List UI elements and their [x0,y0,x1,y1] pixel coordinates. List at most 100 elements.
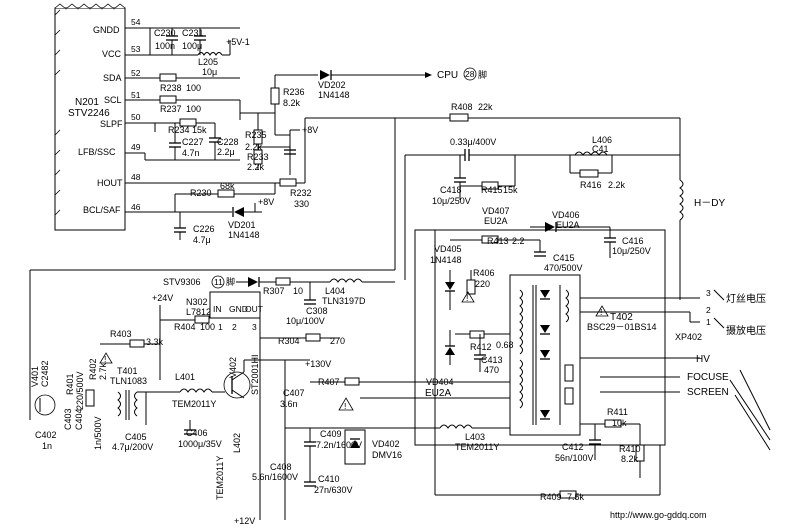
r415-ref: R415 [481,185,503,195]
cpu-pin-suffix: 脚 [478,70,487,80]
c412-ref: C412 [562,442,584,452]
l401-ref: L401 [175,372,195,382]
r232-ref: R232 [290,188,312,198]
pin-num-52: 52 [131,68,141,78]
r232-val: 330 [294,199,309,209]
c413-ref: C413 [481,355,503,365]
c409-ref: C409 [320,429,342,439]
r235-val: 2.2k [245,142,263,152]
r233-val: 2.2k [247,162,265,172]
vd405-warning: ! [466,293,468,303]
l205-ref: L205 [198,57,218,67]
l7812-gnd: GND [229,304,248,314]
vd201-ref: VD201 [228,220,256,230]
vd405-ref: VD405 [434,244,462,254]
r406-val: 220 [475,279,490,289]
xp402-ref: XP402 [675,332,702,342]
pin-label-gndd: GNDD [93,25,120,35]
c231-val: 100μ [182,41,202,51]
cpu-pin-number: 28 [465,69,475,79]
r404-ref: R404 [174,322,196,332]
l404-val: TLN3197D [322,296,366,306]
l404-ref: L404 [325,286,345,296]
filament-voltage-label: 灯丝电压 [726,292,766,305]
focuse-label: FOCUSE [687,372,729,383]
hv-label: HV [696,354,710,365]
h-driver-section: R403 3.3k V401 C2482 C402 1n C403 C404 1… [29,269,510,520]
pin-num-53: 53 [131,44,141,54]
t402-ref: T402 [610,312,633,323]
screen-label: SCREEN [687,387,729,398]
pin-num-50: 50 [131,112,141,122]
r409-ref: R409 [540,492,562,502]
ic-model: STV2246 [68,108,110,119]
c308-val: 10μ/100V [286,316,325,326]
c227-val: 4.7n [182,148,200,158]
pin-label-sda: SDA [103,73,122,83]
r413-ref: R413 [487,236,509,246]
pin-num-54: 54 [131,17,141,27]
vd406-val: EU2A [556,220,580,230]
n302-val: L7812 [186,307,211,317]
stv9306-suffix: 脚 [226,277,235,287]
c402-val: 1n [42,441,52,451]
ic-body [54,7,126,231]
l7812-pin3: 3 [252,322,257,332]
xp402-pin1: 1 [706,317,711,327]
r230-val: 68k [220,181,235,191]
plus12v-label: +12V [234,516,255,526]
c230-val: 100n [155,41,175,51]
c228-val: 2.2μ [217,147,235,157]
r238-val: 100 [186,83,201,93]
vd201-val: 1N4148 [228,230,260,240]
r411-ref: R411 [607,407,628,417]
vd405-val: 1N4148 [430,255,462,265]
ic-hatch [54,9,61,216]
c228-ref: C228 [217,137,239,147]
flyback-frame [414,229,666,446]
pin-num-51: 51 [131,90,141,100]
watermark-url: http://www.go-gddq.com [610,510,707,520]
l401-val: TEM2011Y [172,399,216,409]
plus130v-label: +130V [305,359,331,369]
c415-val: 470/500V [544,263,583,273]
c41-ref: C41 [592,144,609,154]
r403-val: 3.3k [146,337,164,347]
c405-ref: C405 [125,432,147,442]
plus8v-b-label: +8V [258,197,274,207]
r403-ref: R403 [110,329,132,339]
r307-val: 10 [293,286,303,296]
c412-val: 56n/100V [555,453,594,463]
t401-ref: T401 [117,366,138,376]
c227-ref: C227 [182,137,204,147]
r401-ref: R401 [65,373,75,395]
v402-val: ST2001HI [250,354,260,395]
r304-ref: R304 [278,336,300,346]
ic-ref: N201 [75,97,99,108]
cap-033-label: 0.33μ/400V [450,137,496,147]
r401-val: 220/500V [75,371,85,410]
pin-num-49: 49 [131,142,141,152]
pin-label-vcc: VCC [102,49,122,59]
vd202-ref: VD202 [318,80,346,90]
r415-val: 15k [503,185,518,195]
vd402-ref: VD402 [372,439,400,449]
c408-val: 5.6n/1600V [252,472,298,482]
r407-ref: R407 [318,377,340,387]
c418-ref: C418 [440,185,462,195]
r409-val: 7.5k [567,492,585,502]
c406-val: 1000μ/35V [178,439,222,449]
r234-val: 15k [192,125,207,135]
c226-ref: C226 [193,224,215,234]
xp402-pin3: 3 [706,288,711,298]
r404-val: 100 [200,322,215,332]
n302-ref: N302 [186,297,208,307]
ic-n201: N201 STV2246 GNDD VCC SDA SCL SLPF LFB/S… [54,3,280,231]
r412-ref: R412 [470,342,492,352]
c416-ref: C416 [622,236,644,246]
vd404-val: EU2A [425,388,451,399]
kinescope-voltage-label: 摄放电压 [726,324,766,337]
i2c-section: R238 100 R237 100 [159,73,275,114]
top-right-section: R408 22k 0.33μ/400V L406 C41 R416 2.2k H… [394,102,725,300]
